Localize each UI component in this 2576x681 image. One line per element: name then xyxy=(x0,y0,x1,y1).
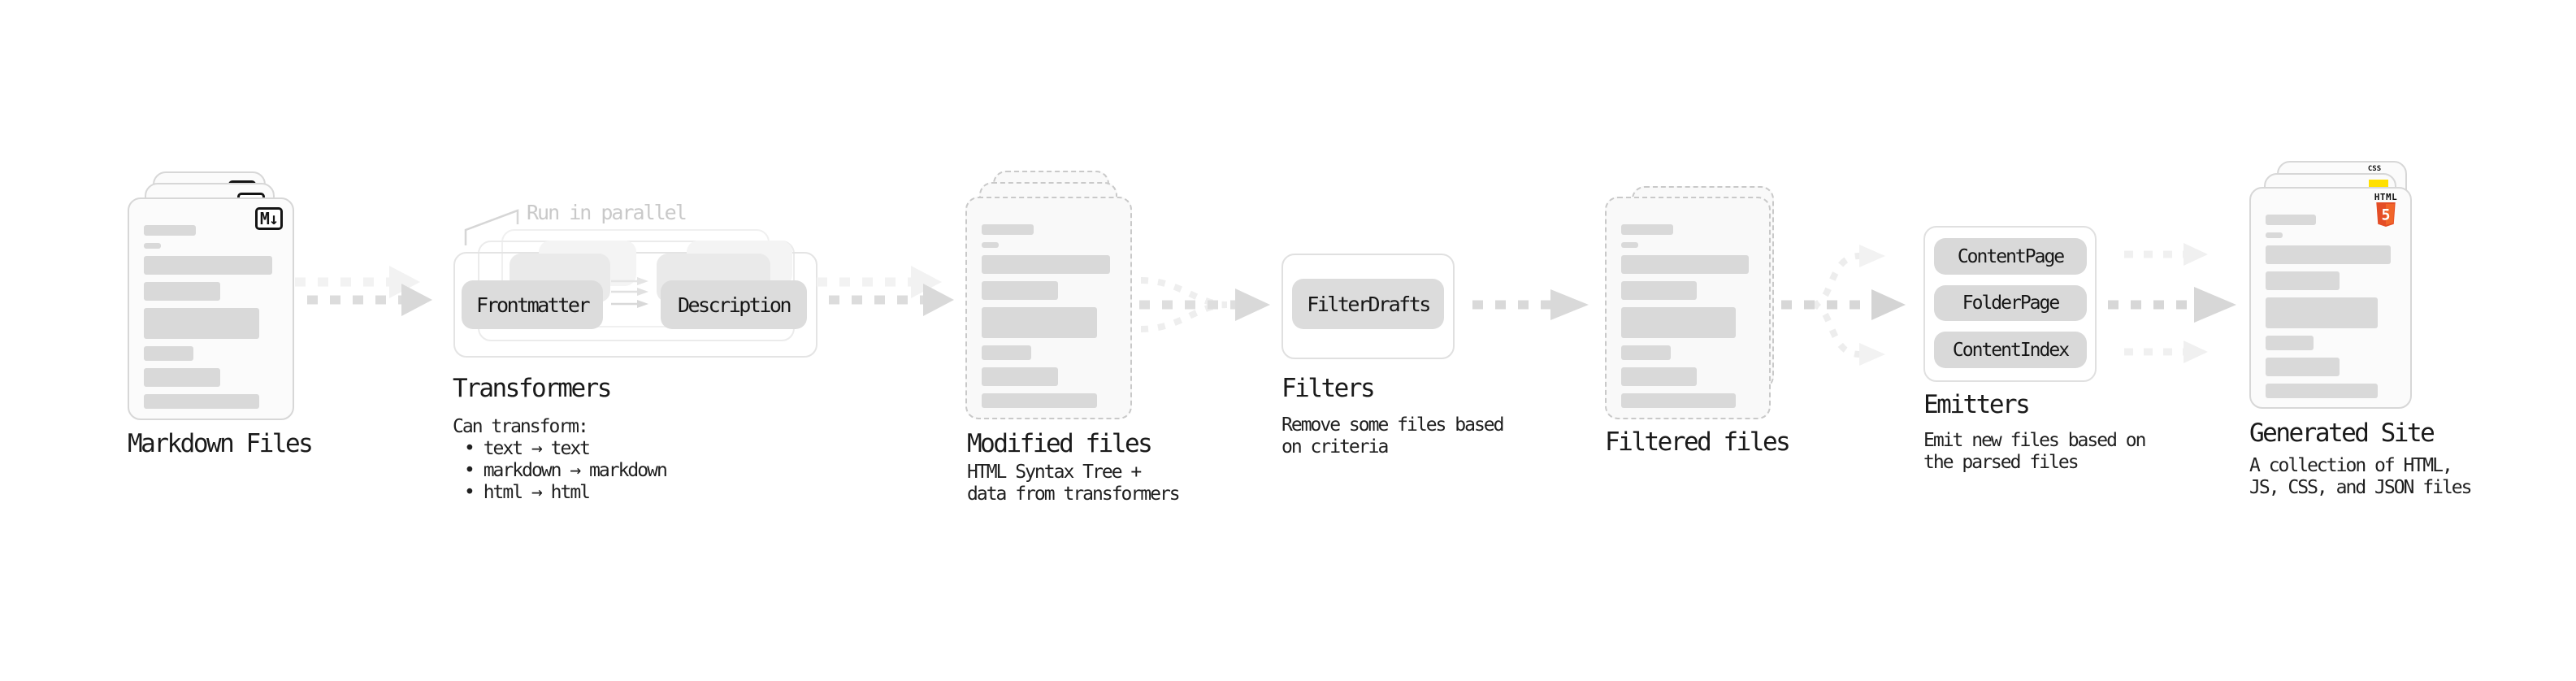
skeleton-line xyxy=(2266,215,2317,225)
emitters-caption: Emit new files based on the parsed files xyxy=(1923,430,2146,474)
caption-bullet: markdown → markdown xyxy=(453,460,668,482)
flow-arrow-filters-to-filtered xyxy=(1472,289,1589,320)
transformer-pill-frontmatter: Frontmatter xyxy=(462,280,603,329)
skeleton-line xyxy=(1621,281,1698,300)
skeleton-line xyxy=(144,243,162,249)
parallel-arrows-icon xyxy=(611,277,648,308)
flow-arrow-merge-to-filters xyxy=(1139,277,1270,332)
emitter-pill-contentindex: ContentIndex xyxy=(1934,332,2087,368)
caption-line: Can transform: xyxy=(453,416,589,437)
skeleton-line xyxy=(1621,307,1737,338)
doc-skeleton xyxy=(1621,224,1754,408)
skeleton-line xyxy=(144,308,259,339)
skeleton-line xyxy=(1621,255,1750,274)
skeleton-line xyxy=(2266,297,2378,328)
caption-line: Remove some files based xyxy=(1281,414,1504,436)
skeleton-line xyxy=(1621,224,1673,235)
emitter-pill-contentpage: ContentPage xyxy=(1934,238,2087,275)
skeleton-line xyxy=(2266,358,2340,376)
markdown-file-card-front: M↓ xyxy=(128,197,294,420)
skeleton-line xyxy=(144,256,273,275)
modified-file-card-front xyxy=(965,197,1132,419)
ghost-arrow xyxy=(295,266,420,298)
skeleton-line xyxy=(982,307,1097,338)
doc-skeleton xyxy=(982,224,1116,408)
skeleton-line xyxy=(2266,384,2378,398)
filtered-file-card-front xyxy=(1605,197,1771,419)
caption-bullet: text → text xyxy=(453,438,666,460)
caption-line: HTML Syntax Tree + xyxy=(967,462,1142,483)
skeleton-line xyxy=(144,225,197,236)
modified-files-caption: HTML Syntax Tree + data from transformer… xyxy=(967,462,1181,505)
skeleton-line xyxy=(982,393,1097,408)
annotation-leader-line xyxy=(464,209,519,245)
flow-arrow-markdown-to-transformers xyxy=(295,266,432,316)
skeleton-line xyxy=(982,345,1032,360)
stage-label-modified-files: Modified files xyxy=(967,429,1153,458)
run-in-parallel-annotation: Run in parallel xyxy=(527,201,687,224)
main-arrow xyxy=(307,284,432,316)
skeleton-line xyxy=(1621,367,1698,386)
skeleton-line xyxy=(2266,336,2314,350)
caption-line: JS, CSS, and JSON files xyxy=(2249,477,2472,498)
markdown-icon: M↓ xyxy=(254,207,283,230)
html5-icon: HTML 5 xyxy=(2370,193,2402,227)
skeleton-line xyxy=(2266,245,2391,264)
filter-pill-filterdrafts: FilterDrafts xyxy=(1292,279,1444,329)
flow-arrows-emitters-to-site xyxy=(2108,243,2236,363)
ghost-arrow xyxy=(817,266,942,298)
emitters-frame xyxy=(1923,226,2097,382)
flow-arrow-transformers-to-modified xyxy=(817,266,954,316)
doc-skeleton xyxy=(144,225,278,409)
skeleton-line xyxy=(982,224,1034,235)
emitter-arrow-top xyxy=(2124,243,2208,266)
skeleton-line xyxy=(982,255,1111,274)
stage-label-generated-site: Generated Site xyxy=(2249,419,2435,448)
skeleton-line xyxy=(1621,345,1671,360)
transformers-caption: Can transform: text → text markdown → ma… xyxy=(453,416,668,504)
caption-line: the parsed files xyxy=(1923,452,2079,473)
caption-bullet: html → html xyxy=(453,482,666,504)
fork-branch-bottom xyxy=(1811,301,1860,358)
svg-text:5: 5 xyxy=(2382,207,2391,224)
filters-caption: Remove some files based on criteria xyxy=(1281,414,1504,458)
skeleton-line xyxy=(982,242,1000,248)
emitter-arrow-middle xyxy=(2108,287,2236,323)
skeleton-line xyxy=(144,282,221,301)
flow-arrow-fork-to-emitters xyxy=(1781,245,1906,366)
generated-site-caption: A collection of HTML, JS, CSS, and JSON … xyxy=(2249,455,2472,499)
caption-line: A collection of HTML, xyxy=(2249,455,2453,476)
site-file-card-html: HTML 5 xyxy=(2249,187,2412,409)
stage-label-emitters: Emitters xyxy=(1923,390,2031,419)
skeleton-line xyxy=(144,368,221,387)
filters-frame xyxy=(1281,254,1455,359)
stage-label-markdown-files: Markdown Files xyxy=(128,429,314,458)
transformer-pill-description: Description xyxy=(661,280,807,329)
stage-label-filtered-files: Filtered files xyxy=(1605,427,1791,457)
skeleton-line xyxy=(982,367,1059,386)
skeleton-line xyxy=(2266,232,2283,238)
skeleton-line xyxy=(982,281,1059,300)
doc-skeleton xyxy=(2266,215,2396,398)
skeleton-line xyxy=(2266,271,2340,290)
caption-line: data from transformers xyxy=(967,484,1181,505)
caption-line: Emit new files based on xyxy=(1923,430,2146,451)
main-arrow xyxy=(829,284,954,316)
stage-label-transformers: Transformers xyxy=(453,374,612,403)
stage-label-filters: Filters xyxy=(1281,374,1376,403)
skeleton-line xyxy=(144,394,259,409)
emitter-pill-folderpage: FolderPage xyxy=(1934,285,2087,321)
skeleton-line xyxy=(1621,242,1639,248)
caption-line: on criteria xyxy=(1281,436,1389,458)
fork-branch-top xyxy=(1811,253,1860,308)
skeleton-line xyxy=(144,346,194,361)
emitter-arrow-bottom xyxy=(2124,340,2208,363)
skeleton-line xyxy=(1621,393,1737,408)
